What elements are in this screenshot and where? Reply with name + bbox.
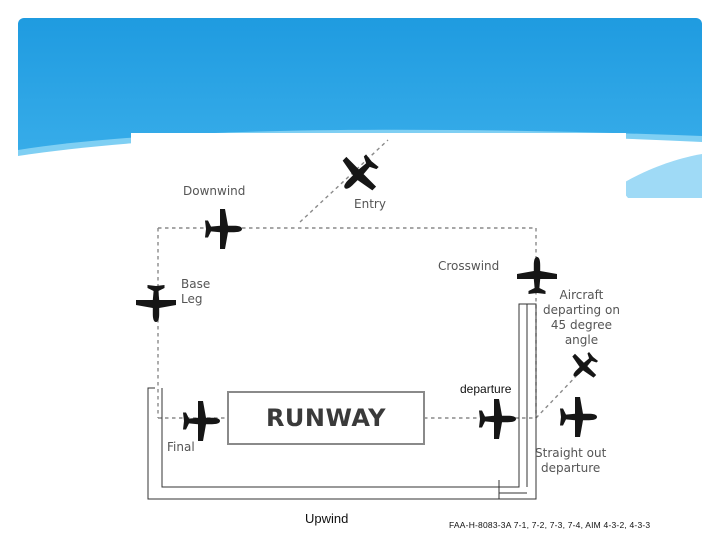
label-entry: Entry [354, 197, 386, 211]
runway [227, 391, 425, 445]
departure-annotation: departure [459, 382, 513, 396]
label-straight-out: Straight out departure [535, 446, 607, 475]
content-panel [131, 133, 626, 540]
label-crosswind: Crosswind [438, 259, 500, 273]
swoosh-accent [618, 154, 702, 198]
source-citation: FAA-H-8083-3A 7-1, 7-2, 7-3, 7-4, AIM 4-… [449, 520, 651, 530]
runway-label: RUNWAY [265, 404, 387, 432]
upwind-outline [147, 303, 537, 500]
label-downwind: Downwind [183, 184, 246, 198]
label-final: Final [167, 440, 195, 454]
label-base-leg: Base Leg [181, 277, 211, 306]
label-aircraft-departing: Aircraft departing on 45 degree angle [543, 288, 620, 347]
upwind-annotation: Upwind [305, 511, 349, 526]
